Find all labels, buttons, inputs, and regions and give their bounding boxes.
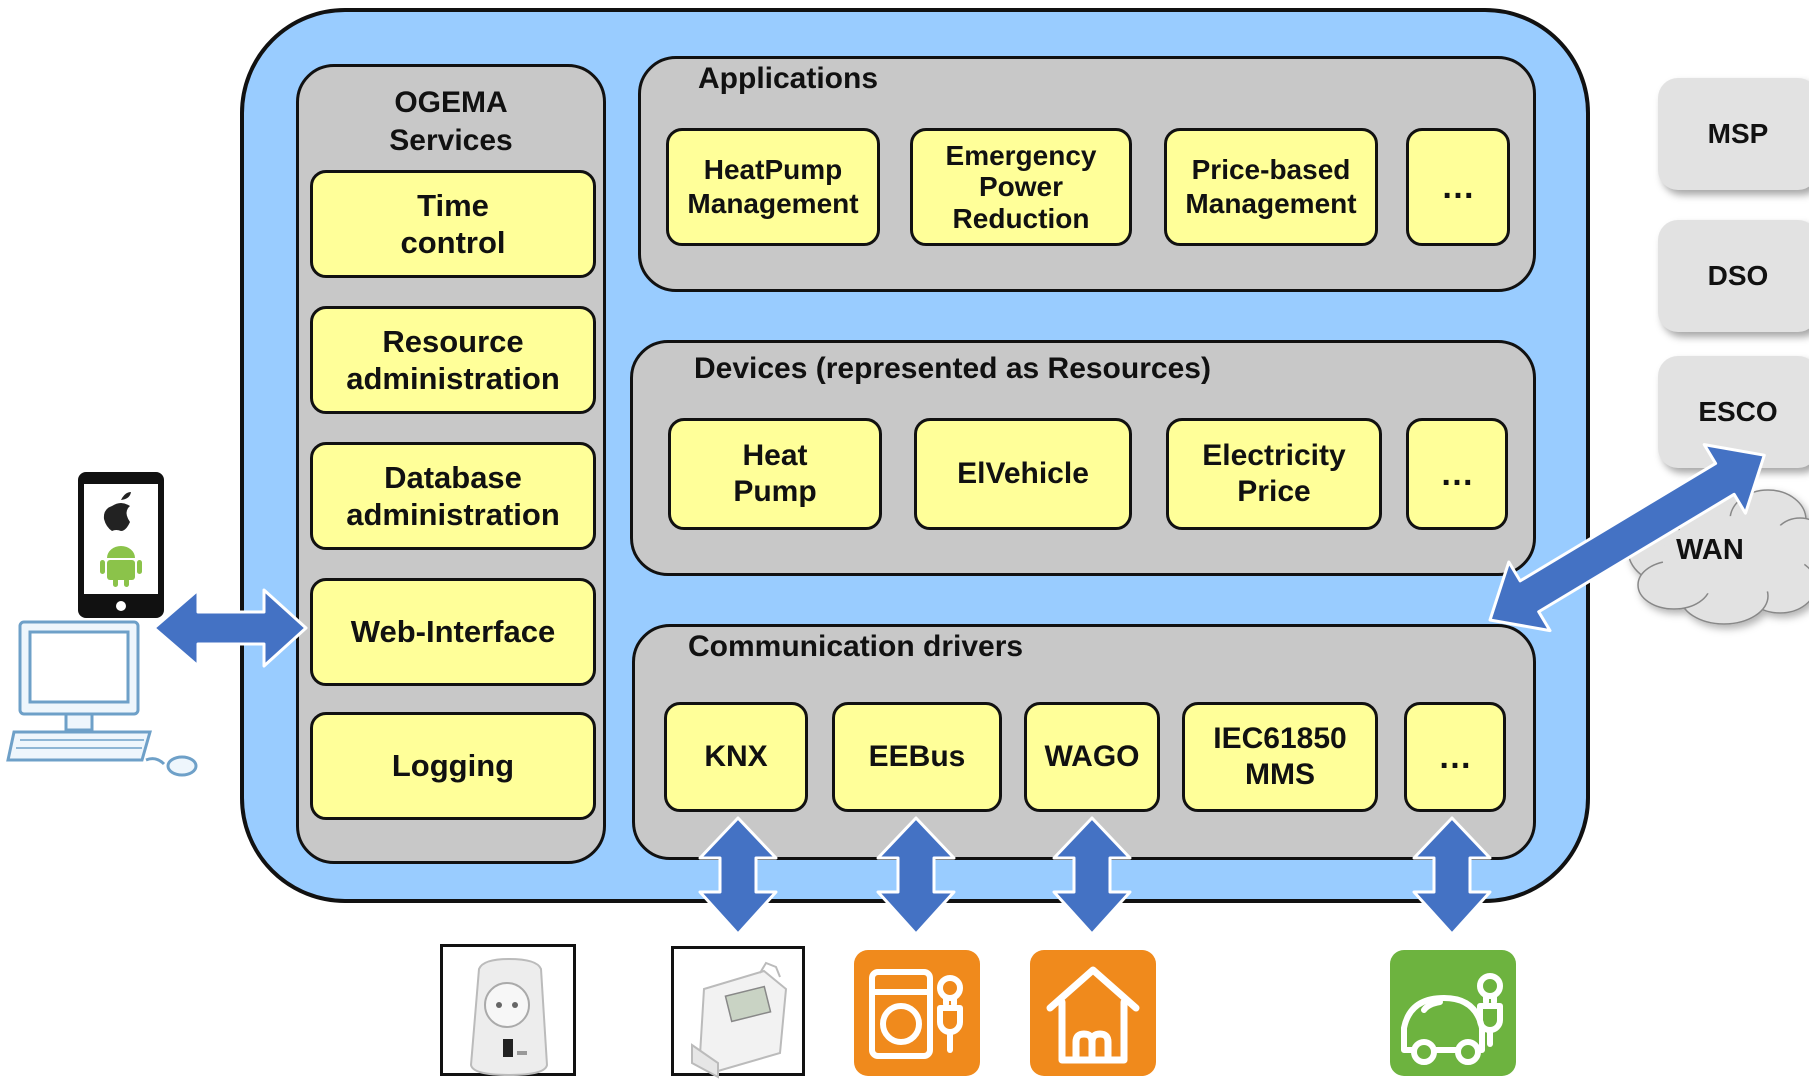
driver-label-line1: IEC61850 [1213, 722, 1347, 755]
wan-iec-arrow [1488, 443, 1766, 633]
driver-label-line1: WAGO [1044, 740, 1140, 773]
service-logging: Logging [310, 712, 596, 820]
eebus-device-arrow [876, 816, 956, 936]
android-logo-icon [100, 546, 142, 587]
service-label-line1: Web-Interface [350, 614, 556, 650]
driver-eebus: EEBus [832, 702, 1002, 812]
device-label-line1: … [1440, 454, 1474, 493]
radiator-thermostat-icon [671, 946, 805, 1079]
driver-label-line1: EEBus [868, 740, 966, 773]
driver-wago: WAGO [1024, 702, 1160, 812]
driver-more: … [1404, 702, 1506, 812]
service-label-line2: administration [346, 361, 560, 396]
smart-home-tile-icon [1030, 950, 1156, 1076]
app-label-line2: Management [1185, 188, 1357, 219]
drivers-title: Communication drivers [688, 630, 1024, 663]
service-label-line2: administration [346, 497, 560, 532]
electric-vehicle-tile-icon [1390, 950, 1516, 1076]
app-label-line1: … [1441, 167, 1475, 206]
app-label-line2: Management [687, 188, 859, 219]
device-label-line2: Pump [733, 475, 817, 508]
app-label-line1: HeatPump [703, 154, 843, 186]
app-label-line1: Price-based [1191, 154, 1351, 186]
smart-plug-icon [440, 944, 576, 1077]
client-web-arrow [152, 588, 308, 668]
device-label-line2: Price [1237, 475, 1311, 508]
more-device-arrow [1412, 816, 1492, 936]
app-label-line3: Reduction [952, 202, 1090, 234]
device-elvehicle: ElVehicle [914, 418, 1132, 530]
device-label-line1: Electricity [1202, 439, 1346, 472]
device-label-line1: ElVehicle [957, 457, 1089, 490]
service-label-line2: control [400, 225, 506, 260]
apple-logo-icon [103, 492, 131, 531]
ogema-services-title-line1: OGEMA [394, 86, 508, 119]
knx-device-arrow [698, 816, 778, 936]
devices-title: Devices (represented as Resources) [694, 352, 1211, 385]
applications-title: Applications [698, 62, 879, 95]
driver-knx: KNX [664, 702, 808, 812]
wago-device-arrow [1052, 816, 1132, 936]
service-label-line1: Resource [382, 323, 524, 359]
app-more: … [1406, 128, 1510, 246]
driver-label-line1: … [1438, 737, 1472, 776]
ogema-services-title: OGEMA Services [296, 84, 606, 160]
ogema-services-title-line2: Services [389, 124, 513, 157]
app-label-line1: Emergency [945, 139, 1097, 171]
service-label-line1: Time [417, 187, 489, 223]
app-label-line2: Power [978, 171, 1064, 203]
service-label-line1: Database [384, 459, 522, 495]
external-dso: DSO [1658, 220, 1809, 332]
driver-label-line1: KNX [704, 740, 768, 773]
device-label-line1: Heat [742, 439, 808, 472]
driver-label-line2: MMS [1245, 758, 1315, 791]
external-msp: MSP [1658, 78, 1809, 190]
washing-machine-tile-icon [854, 950, 980, 1076]
wan-label: WAN [1676, 534, 1744, 566]
device-more: … [1406, 418, 1508, 530]
service-label-line1: Logging [391, 748, 515, 784]
service-web-interface: Web-Interface [310, 578, 596, 686]
